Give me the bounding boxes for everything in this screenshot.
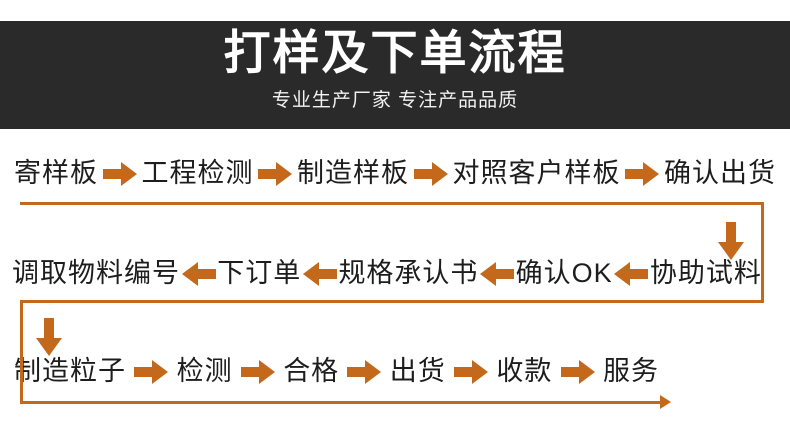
page-title: 打样及下单流程 — [223, 26, 567, 79]
flow-node: 服务 — [602, 356, 659, 386]
flow-node: 协助试料 — [649, 258, 762, 288]
flow-node: 制造样板 — [297, 158, 409, 188]
arrow-left-icon — [302, 261, 337, 287]
flow-node: 出货 — [389, 356, 446, 386]
connector-line-middle — [20, 300, 764, 303]
flow-node: 合格 — [283, 356, 340, 386]
connector-line-bottom — [20, 401, 665, 404]
arrow-right-icon — [454, 359, 489, 385]
arrow-right-icon — [625, 161, 660, 187]
line-arrowhead-icon — [660, 395, 671, 409]
arrow-left-icon — [614, 261, 649, 287]
flow-node: 收款 — [496, 356, 553, 386]
arrow-right-icon — [560, 359, 595, 385]
flow-row-3: 制造粒子 检测 合格 出货 收款 服务 — [14, 358, 659, 385]
flow-node: 确认OK — [515, 258, 613, 288]
header-banner: 打样及下单流程 专业生产厂家 专注产品品质 — [0, 21, 790, 129]
arrow-right-icon — [413, 161, 448, 187]
flow-row-1: 寄样板 工程检测 制造样板 对照客户样板 确认出货 — [14, 160, 776, 187]
connector-line-left — [20, 300, 23, 404]
arrow-down-icon — [718, 222, 744, 260]
arrow-right-icon — [240, 359, 275, 385]
flow-node: 下订单 — [217, 258, 302, 288]
page-subtitle: 专业生产厂家 专注产品品质 — [271, 90, 519, 111]
arrow-right-icon — [347, 359, 382, 385]
flow-node: 对照客户样板 — [452, 158, 621, 188]
flow-node: 调取物料编号 — [12, 258, 180, 288]
arrow-right-icon — [102, 161, 137, 187]
flow-node: 工程检测 — [141, 158, 254, 188]
arrow-down-icon — [36, 318, 62, 356]
flow-node: 检测 — [176, 356, 233, 386]
flow-node: 制造粒子 — [14, 356, 126, 386]
arrow-right-icon — [258, 161, 293, 187]
flow-row-2: 调取物料编号 下订单 规格承认书 确认OK 协助试料 — [12, 260, 762, 287]
flow-node: 寄样板 — [14, 158, 98, 188]
connector-line-top — [20, 202, 764, 205]
connector-line-right — [761, 202, 764, 302]
flow-node: 规格承认书 — [338, 258, 479, 288]
arrow-right-icon — [134, 359, 169, 385]
arrow-left-icon — [480, 261, 515, 287]
flow-node: 确认出货 — [664, 158, 776, 188]
arrow-left-icon — [181, 261, 216, 287]
